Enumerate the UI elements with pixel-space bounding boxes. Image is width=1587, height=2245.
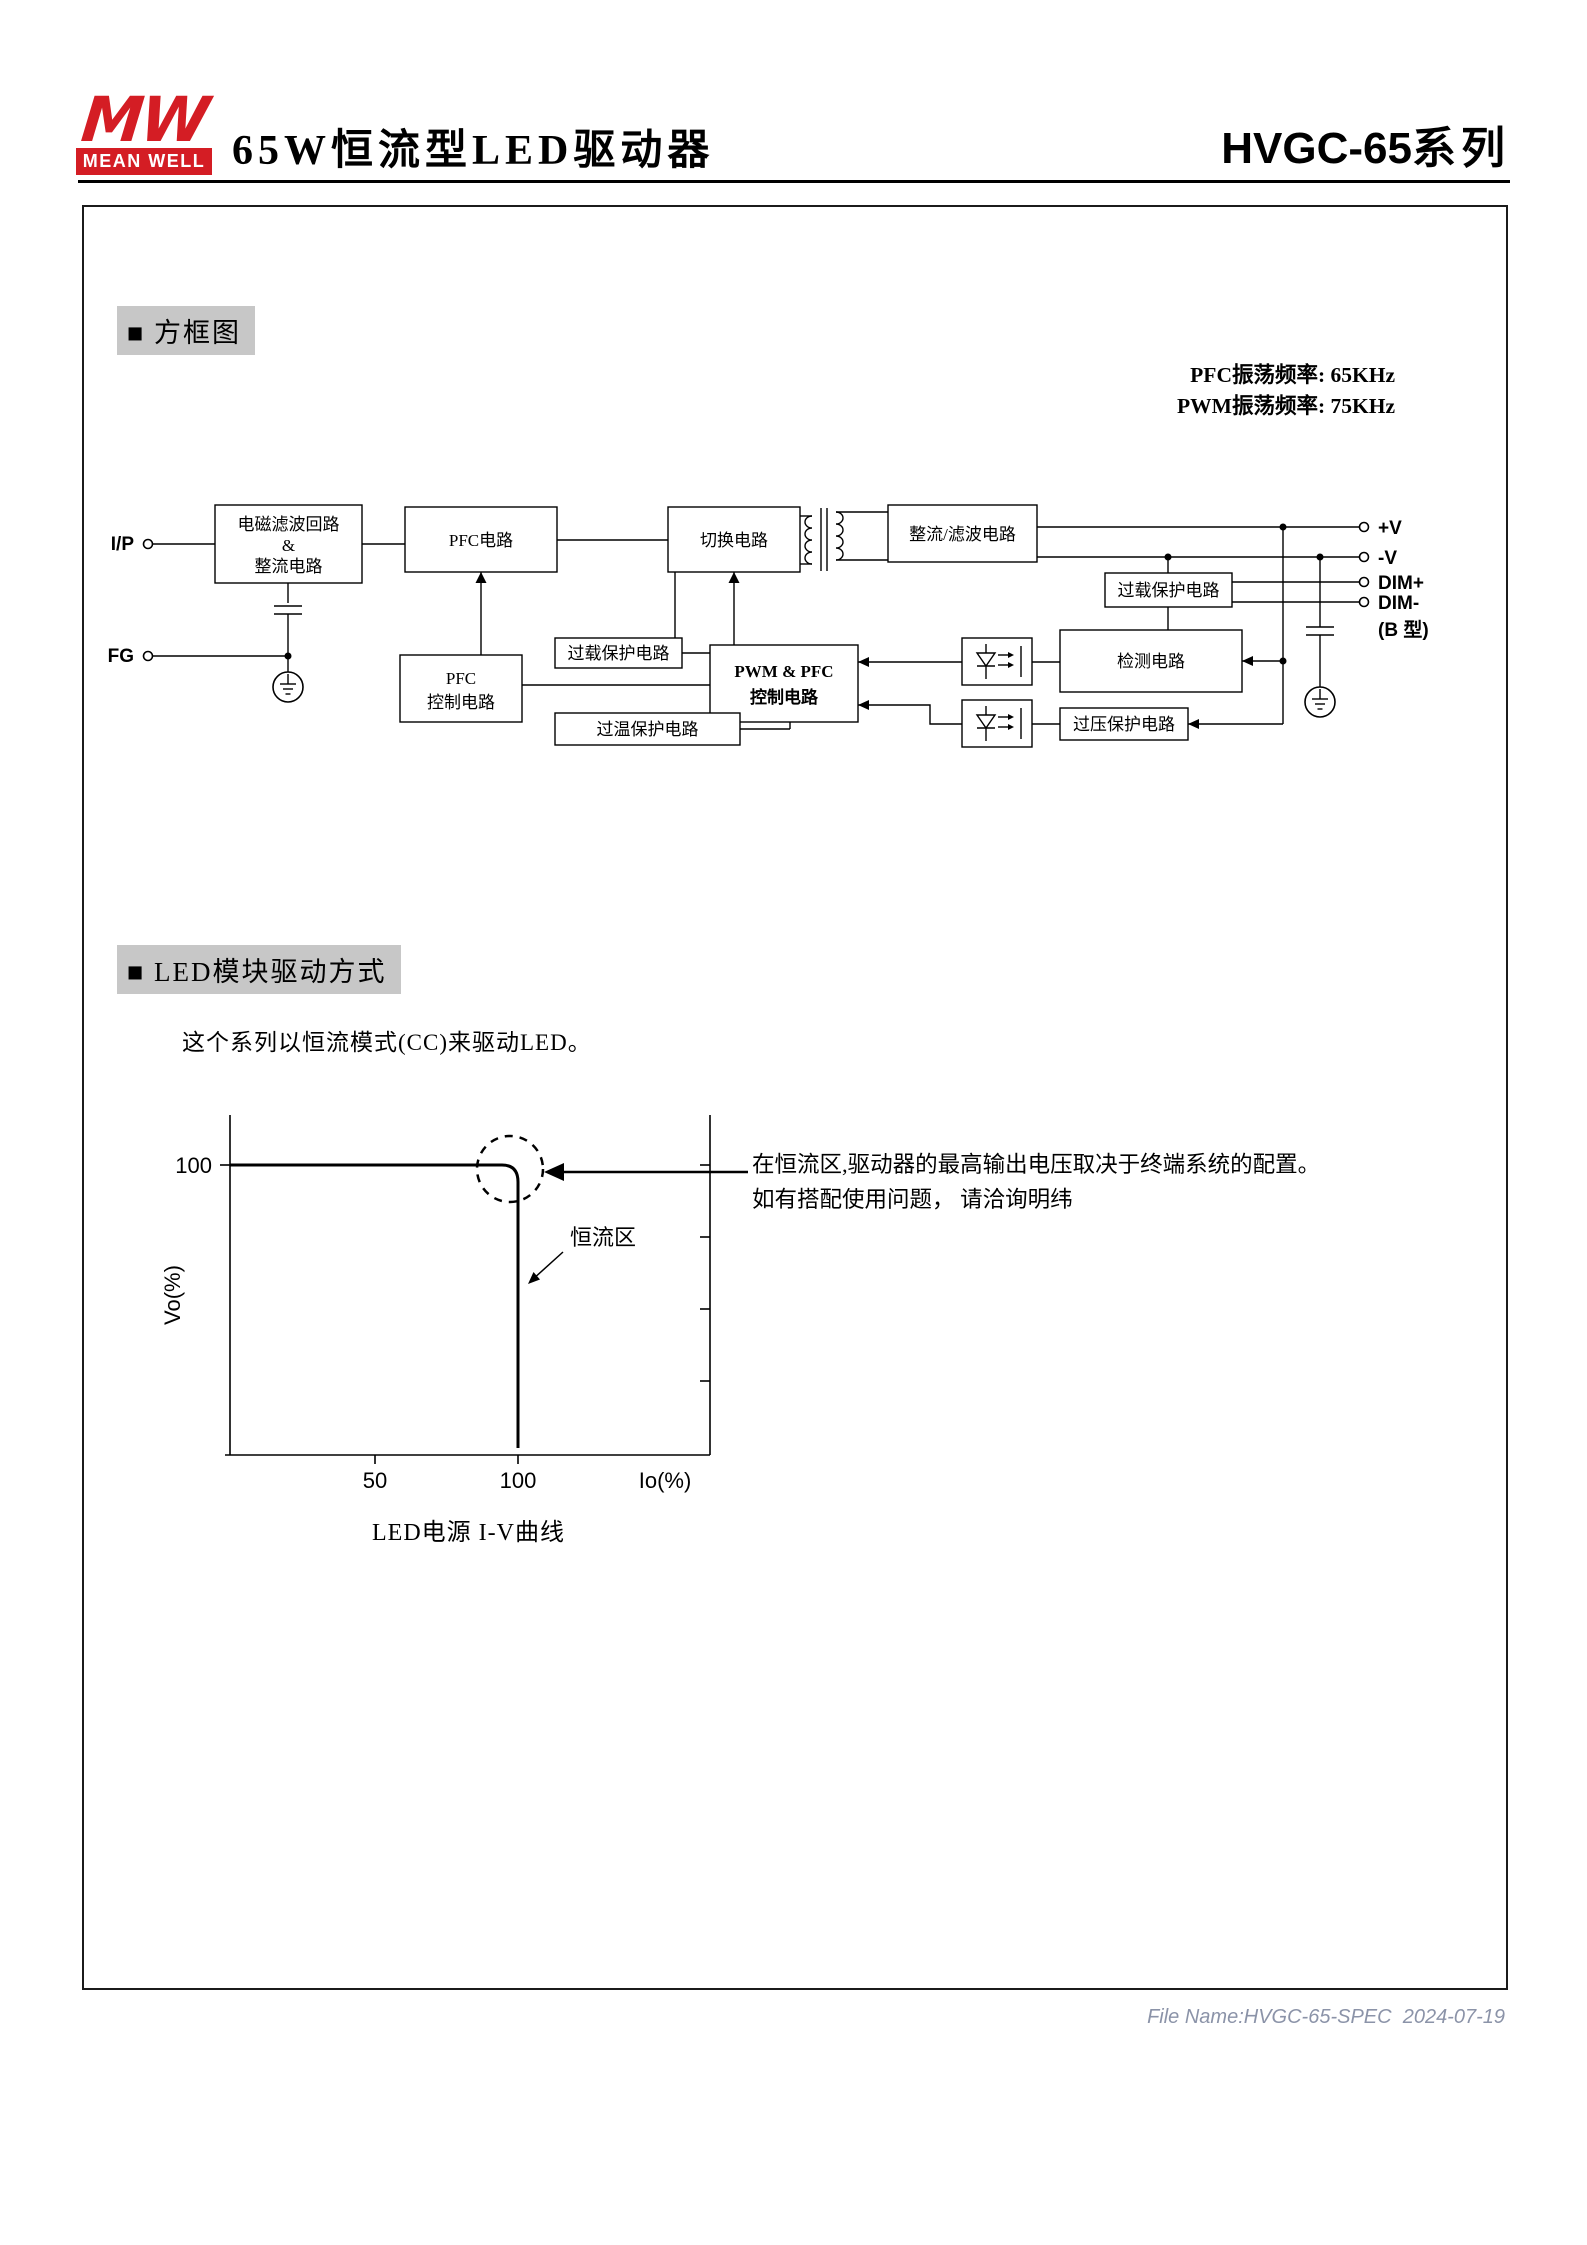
diagram-blocks	[214, 504, 1243, 746]
label-over-volt: 过压保护电路	[1073, 715, 1175, 734]
section-block-diagram: ■ 方框图	[117, 306, 256, 355]
earth-ground-icon-right	[1304, 686, 1336, 718]
terminal-dimminus-node	[1358, 596, 1370, 608]
label-pfc-ctrl-2: 控制电路	[427, 693, 495, 712]
label-detection: 检测电路	[1117, 652, 1185, 671]
y-axis-title: Vo(%)	[160, 1265, 185, 1325]
block-detection	[1059, 629, 1243, 693]
label-pwm-pfc-1: PWM & PFC	[734, 662, 833, 681]
label-overload-out: 过载保护电路	[1118, 581, 1220, 600]
block-rectifier-filter	[887, 504, 1038, 563]
pwm-frequency: PWM振荡频率: 75KHz	[1177, 394, 1395, 418]
block-pfc-control	[399, 654, 523, 723]
section-led-drive: ■ LED模块驱动方式	[117, 945, 401, 994]
label-over-temp: 过温保护电路	[597, 720, 699, 739]
label-overload-mid: 过载保护电路	[568, 644, 670, 663]
diagram-block-labels: 电磁滤波回路 & 整流电路 PFC电路 切换电路 整流/滤波电路 过载保护电路 …	[238, 515, 1220, 739]
note-arrow	[544, 1163, 748, 1181]
capacitor-icon-output	[1306, 626, 1334, 636]
earth-ground-icon-left	[272, 671, 304, 703]
block-overload-protect-mid	[554, 637, 683, 669]
block-pwm-pfc-control	[709, 644, 859, 723]
capacitor-icon-input	[274, 605, 302, 615]
series-suffix: 系列	[1412, 124, 1510, 173]
series-title: HVGC-65系列	[1221, 112, 1510, 176]
terminal-vplus-label: +V	[1378, 518, 1402, 539]
y-axis-100-label: 100	[175, 1153, 212, 1178]
file-name-footer: File Name:HVGC-65-SPEC 2024-07-19	[1147, 2006, 1505, 2028]
terminal-dimplus-label: DIM+	[1378, 573, 1424, 594]
iv-curve-caption: LED电源 I-V曲线	[372, 1520, 565, 1546]
meanwell-logo-text: MEAN WELL	[76, 148, 212, 175]
block-over-temp-protect	[554, 712, 741, 746]
junction-dots	[284, 523, 1324, 665]
page-title: 65W恒流型LED驱动器	[232, 128, 715, 174]
terminal-dimminus-label: DIM-	[1378, 593, 1419, 614]
terminal-vminus-node	[1358, 551, 1370, 563]
block-over-volt-protect	[1059, 707, 1189, 741]
label-pwm-pfc-2: 控制电路	[750, 687, 819, 707]
x-axis-50-label: 50	[363, 1468, 387, 1493]
cc-region-pointer	[528, 1251, 564, 1284]
content-border	[82, 205, 1508, 1990]
terminal-input-node	[142, 538, 154, 550]
cc-region-note-line1: 在恒流区,驱动器的最高输出电压取决于终端系统的配置。	[752, 1152, 1321, 1177]
oscillation-frequencies: PFC振荡频率: 65KHz PWM振荡频率: 75KHz	[1000, 360, 1395, 422]
pfc-frequency: PFC振荡频率: 65KHz	[1190, 363, 1395, 387]
series-name: HVGC-65	[1221, 124, 1412, 173]
terminal-input-label: I/P	[111, 534, 135, 555]
cc-region-note-line2: 如有搭配使用问题， 请洽询明纬	[752, 1187, 1073, 1212]
block-overload-protect-output	[1104, 572, 1233, 608]
x-axis-100-label: 100	[500, 1468, 537, 1493]
diagram-wires	[152, 511, 1360, 730]
iv-curve-line	[230, 1163, 520, 1448]
label-emi-3: 整流电路	[255, 557, 323, 576]
block-switching-circuit	[667, 506, 801, 573]
optocoupler-icon-bottom	[961, 699, 1033, 748]
label-pfc-circuit: PFC电路	[449, 531, 513, 550]
block-emi-filter	[214, 504, 363, 584]
label-rectifier-filter: 整流/滤波电路	[909, 525, 1016, 544]
led-drive-intro: 这个系列以恒流模式(CC)来驱动LED。	[182, 1030, 592, 1055]
terminal-dimplus-node	[1358, 576, 1370, 588]
terminal-fg-label: FG	[108, 646, 134, 667]
meanwell-logo: MW MEAN WELL	[76, 83, 212, 175]
graph-axes	[220, 1115, 711, 1464]
block-pfc-circuit	[404, 506, 558, 573]
terminal-vminus-label: -V	[1378, 548, 1397, 569]
terminals: I/P FG +V -V DIM+ DIM- (B 型)	[108, 518, 1429, 667]
label-emi-1: 电磁滤波回路	[238, 515, 340, 534]
terminal-btype-label: (B 型)	[1378, 618, 1429, 641]
terminal-fg-node	[142, 650, 154, 662]
iv-curve-graph: 100 50 100 Io(%) Vo(%) 恒流区	[160, 1115, 748, 1493]
x-axis-title: Io(%)	[639, 1468, 692, 1493]
meanwell-logo-mw: MW	[78, 83, 210, 156]
optocoupler-icon-top	[961, 637, 1033, 686]
transformer-icon	[804, 508, 844, 571]
terminal-vplus-node	[1358, 521, 1370, 533]
header-divider	[78, 180, 1510, 183]
block-diagram: 电磁滤波回路 & 整流电路 PFC电路 切换电路 整流/滤波电路 过载保护电路 …	[108, 504, 1429, 748]
label-pfc-ctrl-1: PFC	[446, 669, 476, 688]
label-emi-2: &	[282, 536, 295, 555]
cc-region-note: 在恒流区,驱动器的最高输出电压取决于终端系统的配置。 如有搭配使用问题， 请洽询…	[752, 1147, 1392, 1217]
cc-region-label: 恒流区	[570, 1225, 636, 1250]
label-switching: 切换电路	[700, 531, 768, 550]
knee-highlight-circle	[475, 1134, 545, 1204]
